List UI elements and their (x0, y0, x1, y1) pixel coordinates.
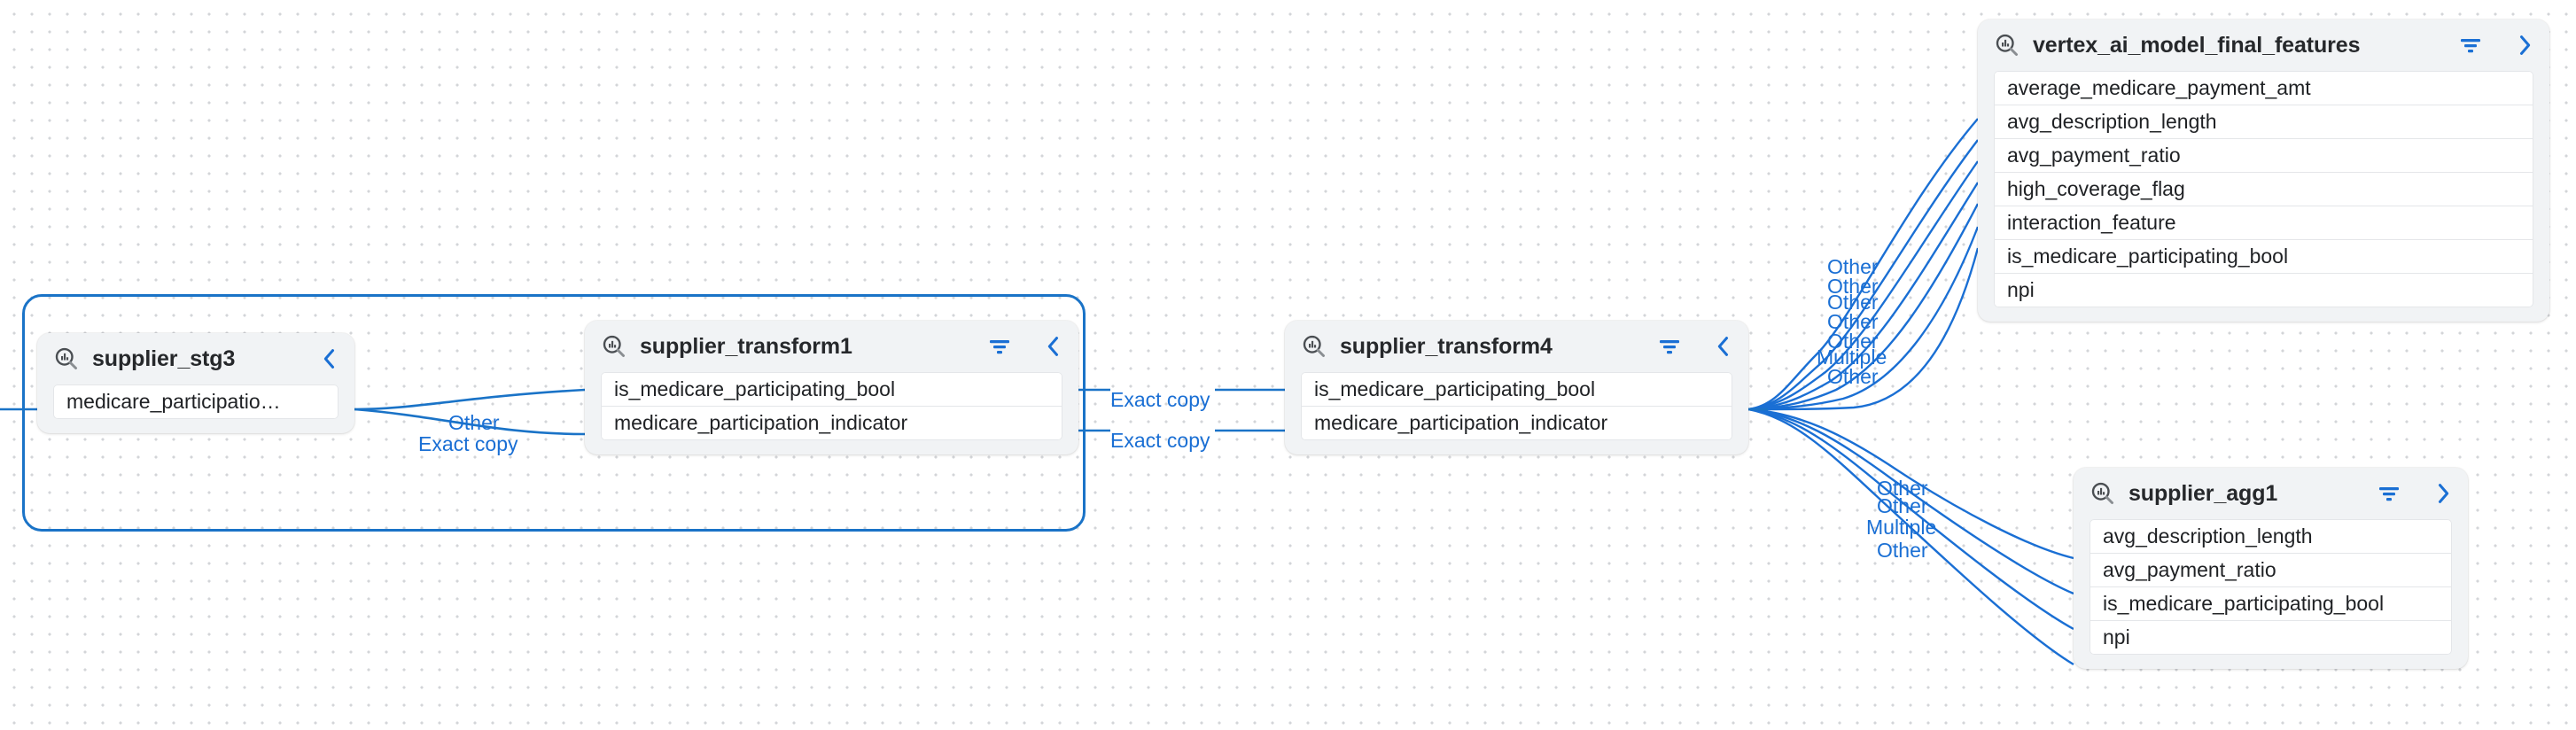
field-list: is_medicare_participating_bool medicare_… (1301, 372, 1732, 440)
field-row[interactable]: avg_description_length (1994, 105, 2533, 139)
edge-label: Other (1827, 330, 1879, 353)
expand-left-button[interactable] (1715, 334, 1732, 359)
filter-button[interactable] (988, 337, 1011, 356)
expand-right-button[interactable] (2434, 481, 2452, 506)
table-search-icon (1303, 335, 1325, 357)
chevron-left-icon (1047, 337, 1059, 356)
node-vertex-ai-model-final-features[interactable]: vertex_ai_model_final_features average_m… (1978, 19, 2549, 322)
node-header: supplier_stg3 (53, 333, 339, 384)
edge-label: Other (448, 411, 500, 434)
table-search-icon (1996, 34, 2018, 56)
table-search-icon (55, 347, 77, 369)
chevron-right-icon (2519, 35, 2531, 55)
expand-right-button[interactable] (2516, 33, 2533, 58)
table-search-icon (2091, 482, 2113, 504)
edge-label: Other (1827, 255, 1879, 278)
field-list: avg_description_length avg_payment_ratio… (2090, 519, 2452, 655)
filter-icon (2379, 487, 2399, 501)
field-row[interactable]: is_medicare_participating_bool (601, 372, 1062, 407)
field-row[interactable]: npi (2090, 620, 2452, 655)
table-search-icon (603, 335, 625, 357)
edge-label: Multiple (1866, 516, 1937, 539)
filter-button[interactable] (2459, 35, 2482, 55)
field-list: average_medicare_payment_amt avg_descrip… (1994, 71, 2533, 307)
field-row[interactable]: medicare_participation_indicator (601, 406, 1062, 440)
field-list: is_medicare_participating_bool medicare_… (601, 372, 1062, 440)
node-title: vertex_ai_model_final_features (2033, 32, 2361, 58)
field-row[interactable]: is_medicare_participating_bool (1994, 239, 2533, 274)
field-row[interactable]: avg_payment_ratio (1994, 138, 2533, 173)
expand-left-button[interactable] (321, 346, 339, 371)
chevron-left-icon (323, 349, 335, 369)
edge-label: Other (1877, 494, 1928, 517)
filter-icon (1660, 340, 1679, 354)
node-supplier-transform4[interactable]: supplier_transform4 is_medicare_particip… (1285, 321, 1748, 454)
edge-label: Other (1827, 310, 1879, 333)
field-row[interactable]: medicare_participation_indicator (1301, 406, 1732, 440)
chevron-left-icon (1717, 337, 1729, 356)
edge-label: Exact copy (418, 432, 518, 455)
edge-label: Exact copy (1110, 429, 1210, 452)
edge-label: Other (1827, 365, 1879, 388)
field-row[interactable]: interaction_feature (1994, 206, 2533, 240)
edge-label: Other (1877, 539, 1928, 562)
node-header: supplier_transform4 (1301, 321, 1732, 372)
field-row[interactable]: npi (1994, 273, 2533, 307)
filter-button[interactable] (1658, 337, 1681, 356)
field-row[interactable]: high_coverage_flag (1994, 172, 2533, 206)
lineage-focus-group (22, 294, 1086, 532)
node-title: supplier_transform4 (1340, 333, 1553, 359)
edge-label: Multiple (1817, 346, 1887, 369)
field-row[interactable]: average_medicare_payment_amt (1994, 71, 2533, 105)
filter-icon (990, 340, 1009, 354)
field-row[interactable]: is_medicare_participating_bool (2090, 586, 2452, 621)
node-title: supplier_transform1 (640, 333, 852, 359)
edge-label: Other (1827, 291, 1879, 314)
node-supplier-transform1[interactable]: supplier_transform1 is_medicare_particip… (585, 321, 1078, 454)
field-list: medicare_participatio… (53, 384, 339, 419)
edge-label: Exact copy (1110, 388, 1210, 411)
node-header: vertex_ai_model_final_features (1994, 19, 2533, 71)
node-title: supplier_agg1 (2129, 480, 2278, 506)
chevron-right-icon (2438, 484, 2449, 503)
node-title: supplier_stg3 (92, 346, 236, 371)
expand-left-button[interactable] (1045, 334, 1062, 359)
filter-icon (2461, 39, 2480, 53)
field-row[interactable]: medicare_participatio… (53, 384, 339, 419)
node-header: supplier_transform1 (601, 321, 1062, 372)
edge-label: Other (1827, 275, 1879, 298)
node-supplier-stg3[interactable]: supplier_stg3 medicare_participatio… (37, 333, 354, 433)
field-row[interactable]: is_medicare_participating_bool (1301, 372, 1732, 407)
edge-label: Other (1877, 477, 1928, 500)
node-supplier-agg1[interactable]: supplier_agg1 avg_description_length avg… (2074, 468, 2468, 669)
filter-button[interactable] (2378, 484, 2401, 503)
field-row[interactable]: avg_description_length (2090, 519, 2452, 554)
node-header: supplier_agg1 (2090, 468, 2452, 519)
field-row[interactable]: avg_payment_ratio (2090, 553, 2452, 587)
